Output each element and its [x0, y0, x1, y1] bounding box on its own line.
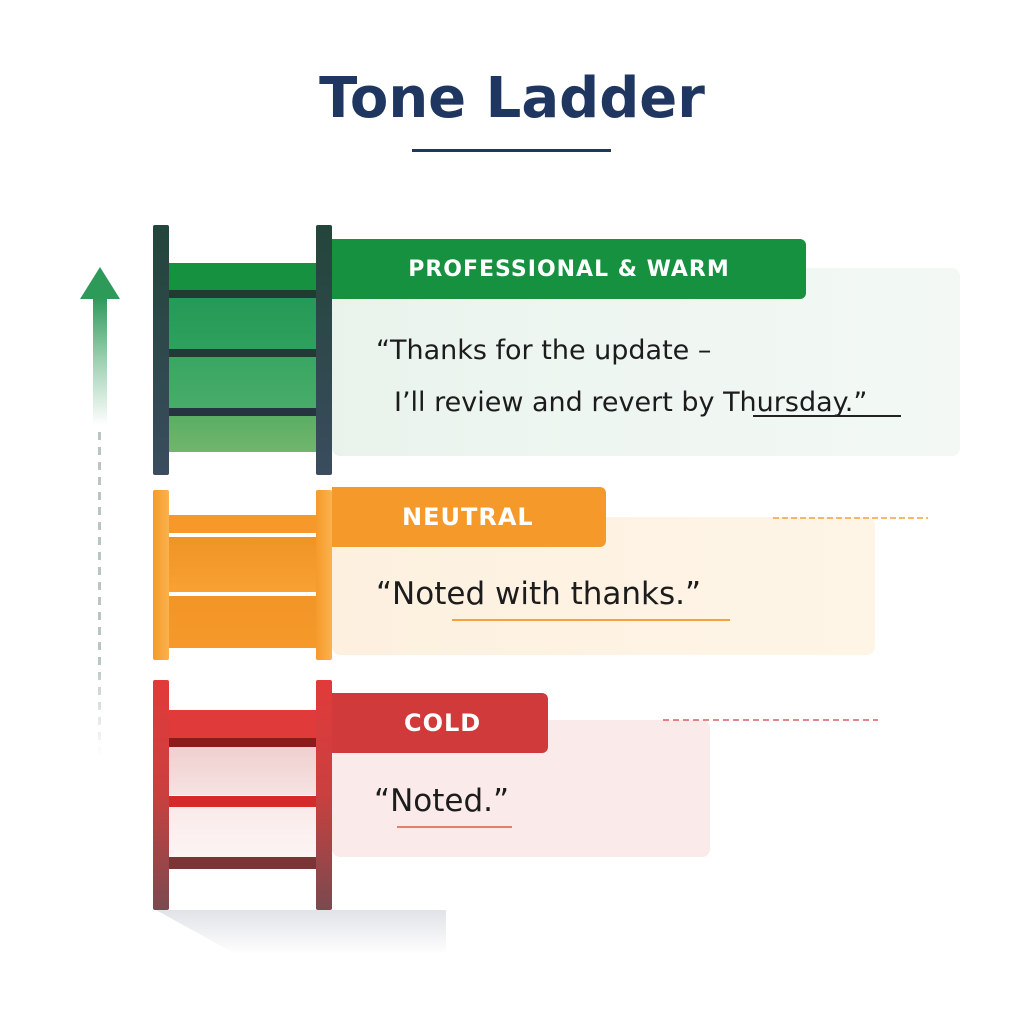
example-phrase-line1: “Thanks for the update – [376, 335, 712, 366]
ladder-rung [169, 290, 316, 298]
dashed-connector [773, 517, 928, 519]
ladder-rung [169, 738, 316, 747]
arrow-up-icon [80, 267, 120, 299]
example-phrase-line2: I’ll review and revert by Thursday.” [394, 387, 868, 418]
ladder-rung [169, 857, 316, 869]
ladder-fill [169, 596, 316, 648]
emphasis-underline [397, 826, 512, 828]
emphasis-underline [753, 415, 901, 417]
emphasized-word: Thursday. [723, 387, 854, 418]
ladder-rung [169, 593, 316, 596]
dashed-guide-line [98, 432, 101, 757]
tone-label-badge: COLD [332, 693, 548, 753]
ladder-fill [169, 515, 316, 533]
ladder-rung [169, 533, 316, 536]
ladder-rail-left [153, 225, 169, 475]
ladder-fill [169, 747, 316, 795]
ladder-fill [169, 263, 316, 293]
tone-label: NEUTRAL [402, 503, 534, 531]
example-phrase: “Thanks for the update – I’ll review and… [376, 325, 867, 429]
ladder-fill [169, 537, 316, 592]
tone-card [332, 268, 960, 456]
title-underline [412, 149, 611, 152]
ladder-floor-shadow [156, 910, 446, 955]
ladder-fill [169, 807, 316, 857]
example-phrase: “Noted.” [374, 783, 510, 819]
ladder-rung [169, 796, 316, 807]
ladder-fill [169, 298, 316, 350]
emphasis-underline [452, 619, 730, 621]
ladder-rail-right [316, 490, 332, 660]
tone-label: COLD [404, 709, 482, 737]
emphasized-phrase: with thanks. [494, 576, 686, 612]
dashed-connector [663, 719, 878, 721]
tone-label-badge: PROFESSIONAL & WARM [332, 239, 806, 299]
page-title: Tone Ladder [319, 66, 705, 131]
ladder-fill [169, 416, 316, 452]
ladder-rail-right [316, 225, 332, 475]
ladder-rail-left [153, 680, 169, 910]
emphasized-word: Noted. [390, 783, 493, 819]
ladder-rung [169, 349, 316, 357]
ladder-fill [169, 357, 316, 409]
ladder-rail-left [153, 490, 169, 660]
ladder-rail-right [316, 680, 332, 910]
tone-label: PROFESSIONAL & WARM [408, 256, 730, 282]
arrow-shaft [93, 298, 107, 426]
example-phrase: “Noted with thanks.” [376, 576, 702, 612]
ladder-fill [169, 710, 316, 738]
ladder-rung [169, 408, 316, 416]
tone-label-badge: NEUTRAL [332, 487, 606, 547]
